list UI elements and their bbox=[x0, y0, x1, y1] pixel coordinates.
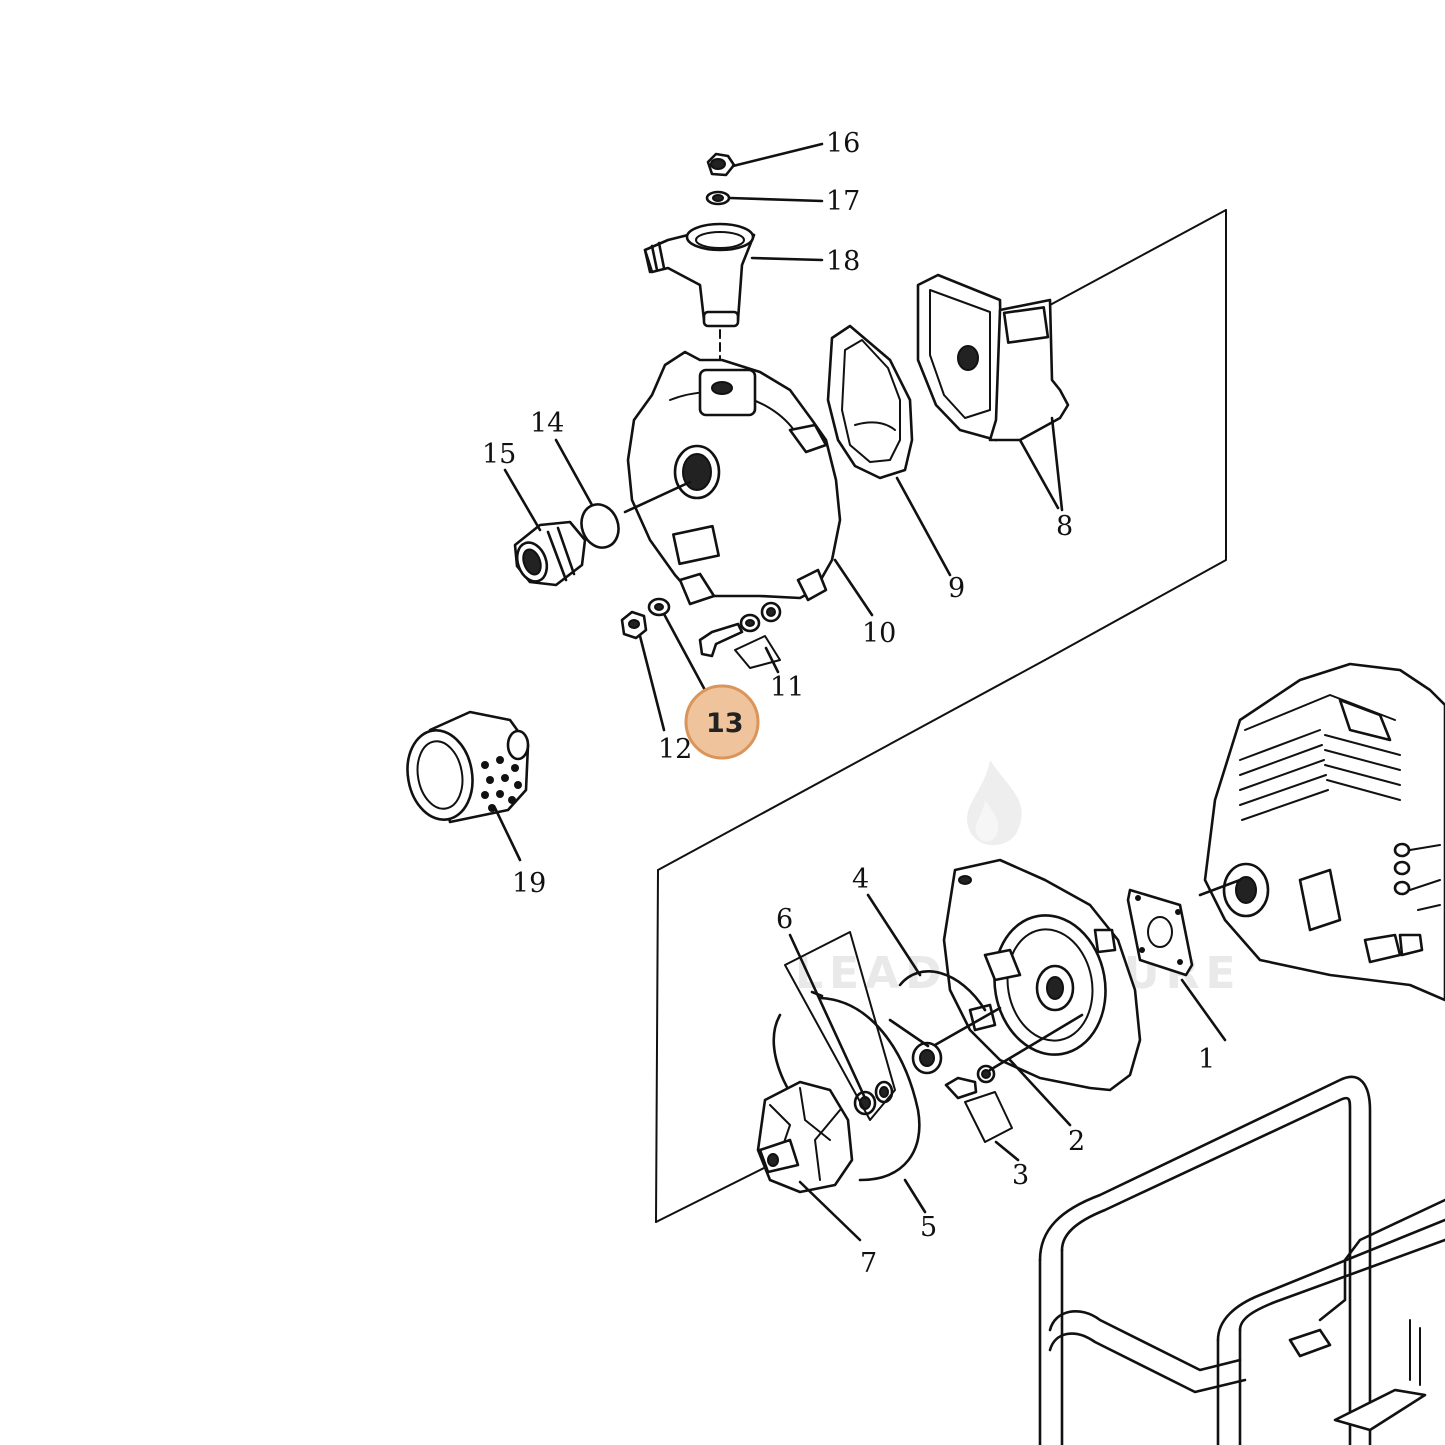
highlight-circle-13[interactable] bbox=[686, 686, 758, 758]
casing-gasket-part-9 bbox=[826, 324, 914, 480]
label-17[interactable]: 17 bbox=[826, 186, 860, 217]
label-6[interactable]: 6 bbox=[776, 904, 793, 935]
label-2[interactable]: 2 bbox=[1068, 1126, 1085, 1157]
label-9[interactable]: 9 bbox=[948, 573, 965, 604]
label-19[interactable]: 19 bbox=[512, 868, 546, 899]
leader-lines bbox=[493, 142, 1227, 1242]
strainer-part-19 bbox=[406, 710, 530, 824]
label-13[interactable]: 13 bbox=[706, 708, 744, 739]
priming-plug-part-16 bbox=[706, 152, 736, 177]
hose-coupling-part-15 bbox=[513, 520, 587, 587]
seal-housing-part-2 bbox=[942, 858, 1142, 1092]
label-7[interactable]: 7 bbox=[860, 1248, 877, 1279]
assembly-boundary-lower bbox=[655, 869, 771, 1223]
engine bbox=[1198, 662, 1445, 1002]
o-ring-part-4 bbox=[898, 970, 987, 1012]
label-8[interactable]: 8 bbox=[1056, 511, 1073, 542]
drain-washer-part-13 bbox=[647, 597, 671, 617]
label-3[interactable]: 3 bbox=[1012, 1160, 1029, 1191]
bolt-set-part-11 bbox=[698, 601, 782, 669]
impeller-part-7 bbox=[756, 1080, 854, 1194]
label-10[interactable]: 10 bbox=[862, 618, 896, 649]
label-16[interactable]: 16 bbox=[826, 128, 860, 159]
washer-part-17 bbox=[705, 190, 731, 206]
label-4[interactable]: 4 bbox=[852, 864, 869, 895]
outlet-elbow-part-18 bbox=[643, 222, 756, 328]
pump-casing-part-10 bbox=[626, 350, 842, 606]
spacer bbox=[911, 1041, 943, 1075]
drain-plug-part-12 bbox=[620, 610, 648, 640]
part-labels: 1 2 3 4 5 6 7 8 9 10 11 12 13 14 15 16 1… bbox=[482, 128, 1215, 1279]
bolt-set-part-3 bbox=[944, 1064, 1013, 1143]
seal-part-6 bbox=[784, 931, 896, 1121]
frame bbox=[1038, 1075, 1445, 1445]
label-18[interactable]: 18 bbox=[826, 246, 860, 277]
volute-part-8 bbox=[916, 273, 1070, 442]
label-12[interactable]: 12 bbox=[658, 734, 692, 765]
gasket-plate-part-1 bbox=[1126, 888, 1194, 977]
label-5[interactable]: 5 bbox=[920, 1212, 937, 1243]
highlight-ring-13 bbox=[684, 684, 760, 760]
label-15[interactable]: 15 bbox=[482, 439, 516, 470]
assembly-boundary-upper bbox=[657, 209, 1227, 871]
label-11[interactable]: 11 bbox=[770, 672, 804, 703]
label-1[interactable]: 1 bbox=[1198, 1044, 1215, 1075]
label-14[interactable]: 14 bbox=[530, 408, 564, 439]
